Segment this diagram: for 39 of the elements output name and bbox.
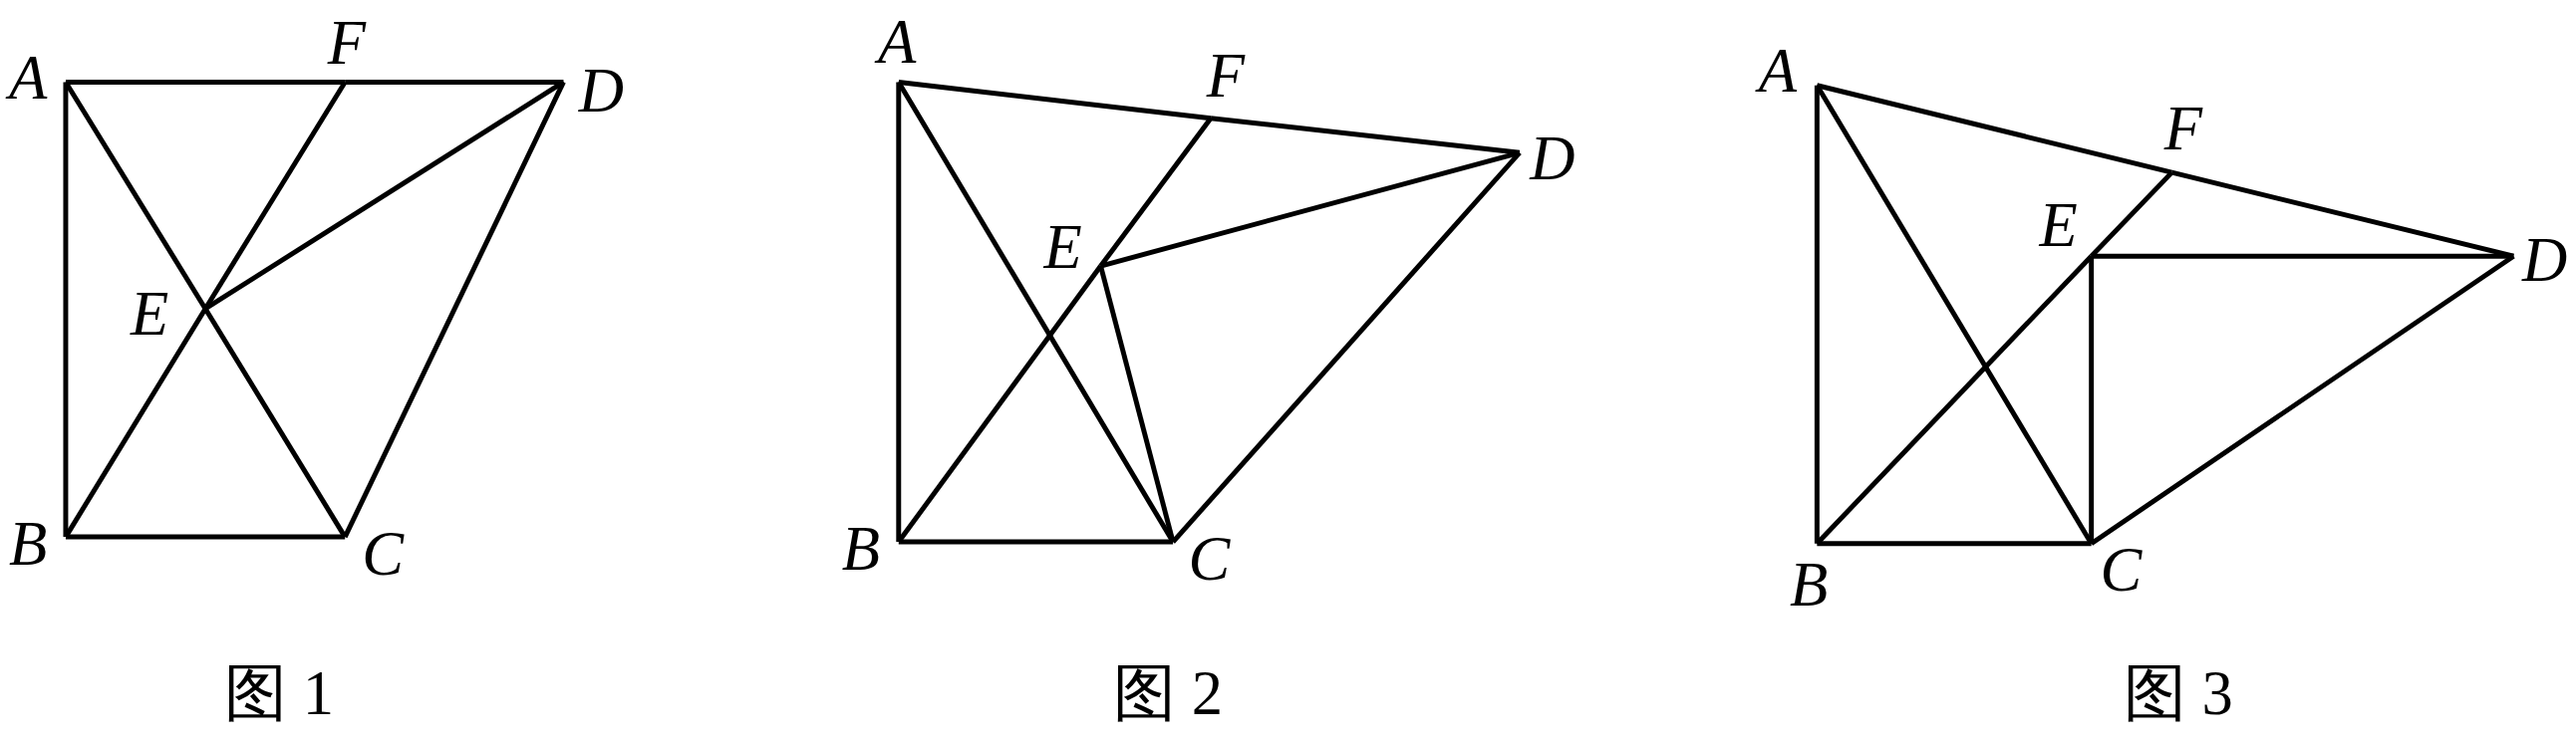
line-segment [1210, 116, 1521, 155]
line-segment [896, 82, 902, 543]
line-segment [2089, 256, 2095, 544]
point-label: B [1789, 553, 1829, 617]
line-segment [342, 81, 566, 539]
line-segment [2089, 170, 2174, 258]
figure-caption: 图 1 [224, 659, 335, 726]
point-label: F [2163, 97, 2203, 159]
figure-caption: 图 2 [1113, 659, 1223, 726]
line-segment [1814, 85, 1820, 544]
line-segment [2170, 169, 2514, 259]
line-segment [898, 79, 1212, 122]
point-label: D [1530, 125, 1575, 189]
point-label: B [8, 512, 48, 575]
line-segment [63, 81, 208, 311]
line-segment [2090, 254, 2515, 546]
point-label: B [841, 517, 880, 580]
line-segment [65, 79, 346, 85]
line-segment [898, 539, 1174, 545]
line-segment [65, 534, 346, 540]
point-label: C [2100, 538, 2143, 602]
line-segment [1098, 117, 1213, 268]
point-label: E [1043, 214, 1082, 278]
point-label: F [327, 11, 366, 75]
line-segment [345, 79, 564, 85]
point-label: E [2039, 193, 2078, 257]
line-segment [1816, 83, 2173, 175]
point-label: D [578, 59, 624, 122]
line-segment [1815, 254, 2094, 546]
line-segment [2091, 253, 2514, 259]
point-label: D [2522, 228, 2568, 291]
figure-caption: 图 3 [2124, 659, 2233, 726]
point-label: F [1206, 44, 1245, 108]
line-segment [1171, 150, 1522, 544]
point-label: C [362, 522, 405, 585]
point-label: E [130, 282, 169, 346]
line-segment [63, 82, 69, 538]
line-segment [1817, 541, 2092, 547]
point-label: C [1188, 527, 1231, 590]
